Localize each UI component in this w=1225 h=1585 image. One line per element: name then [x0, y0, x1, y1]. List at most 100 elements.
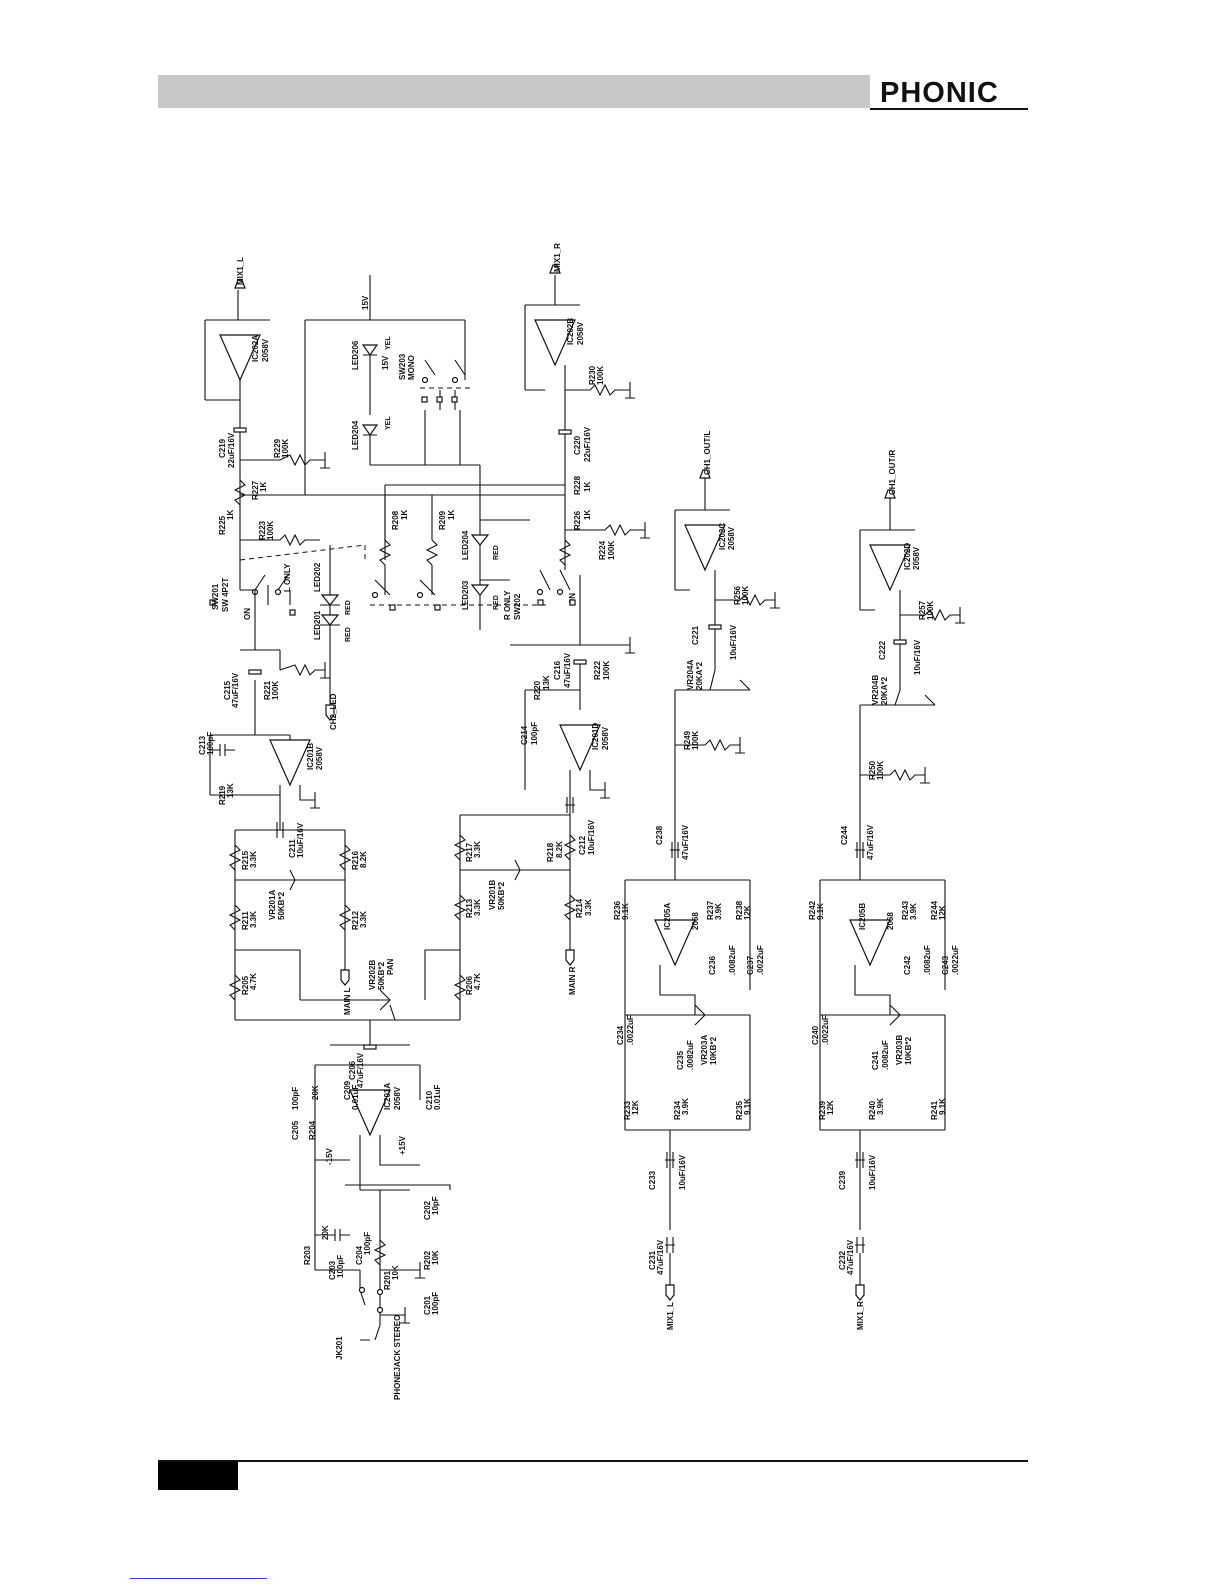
label-r257: R257 [918, 600, 927, 620]
label-ic201b: IC201B [306, 743, 315, 770]
label-mix1-l-in: MIX1_L [666, 1302, 675, 1330]
r226-block: R226 1K R224 100K [558, 510, 650, 570]
ic202d-block: CH1_OUT/R IC202D 2058V R257 100K C222 10… [859, 449, 965, 850]
label-r215: R215 [241, 850, 250, 870]
label-led204: LED204 [461, 530, 470, 560]
label-r236: R236 [613, 900, 622, 920]
label-c205-v: 100pF [291, 1087, 300, 1110]
label-c235-v: .0082uF [686, 1040, 695, 1070]
label-c243: C243 [941, 955, 950, 975]
label-c213-v: 100pF [206, 732, 215, 755]
label-ic201a: IC201A [383, 1083, 392, 1110]
label-r219: R219 [218, 785, 227, 805]
label-mix1-r: MIX1_R [553, 243, 562, 272]
label-r241: R241 [930, 1100, 939, 1120]
label-r238: R238 [735, 900, 744, 920]
label-vr201b-v: 50KB*2 [497, 881, 506, 910]
label-mix1-l: MIX1_L [236, 257, 245, 285]
label-r237: R237 [706, 900, 715, 920]
label-vr201a: VR201A [268, 890, 277, 920]
label-led206: LED206 [351, 340, 360, 370]
label-c232: C232 [838, 1250, 847, 1270]
label-r243: R243 [901, 900, 910, 920]
label-c244: C244 [840, 825, 849, 845]
label-c237: C237 [746, 955, 755, 975]
label-led203: LED203 [461, 580, 470, 610]
label-r223-v: 100K [266, 521, 275, 540]
label-c234-v: .0022uF [626, 1015, 635, 1045]
label-r205: R205 [241, 975, 250, 995]
sw202-block: R208 1K R209 1K LED204 LED203 RED RED R … [370, 465, 577, 630]
label-vr202b-v: 50KB*2 [377, 961, 386, 990]
label-vr203a-v: 10KB*2 [709, 1036, 718, 1065]
ic201a-block: C206 47uF/16V IC201A 2058V C209 0.01uF C… [291, 1020, 451, 1324]
label-c201: C201 [423, 1295, 432, 1315]
label-r221: R221 [263, 680, 272, 700]
label-ic201d-v: 2058V [601, 726, 610, 750]
label-c203-v: 100pF [336, 1255, 345, 1278]
label-r227: R227 [251, 480, 260, 500]
label-c236: C236 [708, 955, 717, 975]
eq-right-block: C212 10uF/16V R217 3.3K R218 8.2K R213 3… [453, 797, 596, 1020]
label-ic201a-v: 2058V [393, 1086, 402, 1110]
label-r238-v: 12K [743, 905, 752, 920]
label-c231-v: 47uF/16V [656, 1239, 665, 1275]
label-r212-v: 3.3K [359, 911, 368, 928]
label-red-2: RED [345, 627, 352, 642]
ic201d-opamp [559, 724, 601, 772]
ic202b-block: MIX1_R IC202B 2058V R230 100K C220 22uF/… [524, 243, 635, 530]
label-vr201a-v: 50KB*2 [277, 891, 286, 920]
label-sw201-v: SW 4P2T [221, 578, 230, 612]
label-r219-v: 13K [226, 783, 235, 798]
label-r249-v: 100K [691, 731, 700, 750]
label-r224: R224 [598, 540, 607, 560]
label-ic202c-v: 2058V [727, 526, 736, 550]
page-number-block [158, 1462, 238, 1490]
label-r220-v: 13K [542, 675, 551, 690]
label-r230-v: 100K [596, 366, 605, 385]
label-vr201b: VR201B [488, 880, 497, 910]
label-c222-v: 10uF/16V [913, 639, 922, 675]
label-r229-v: 100K [281, 439, 290, 458]
label-c215: C215 [223, 680, 232, 700]
label-c219-v: 22uF/16V [227, 432, 236, 468]
label-sw201: SW201 [211, 583, 220, 610]
label-c233-v: 10uF/16V [678, 1154, 687, 1190]
schematic-diagram: MIX1_L IC202A 2058V R229 100K C219 22uF/… [150, 230, 1050, 1400]
label-c232-v: 47uF/16V [846, 1239, 855, 1275]
label-sw202: SW202 [513, 593, 522, 620]
label-r256: R256 [733, 585, 742, 605]
label-c211-v: 10uF/16V [296, 822, 305, 858]
label-r203: R203 [303, 1245, 312, 1265]
label-r218: R218 [546, 842, 555, 862]
label-r233-v: 12K [631, 1100, 640, 1115]
label-c240: C240 [811, 1025, 820, 1045]
label-r202: R202 [423, 1250, 432, 1270]
label-vr204b-v: 20KA*2 [880, 676, 889, 705]
ic205b-block: C244 47uF/16V IC205B 2068 R242 9.1K R243… [808, 824, 960, 1330]
label-r244-v: 12K [938, 905, 947, 920]
eq-left-block: C211 10uF/16V R215 3.3K R216 8.2K R211 3… [228, 820, 368, 1020]
jk201-block: JK201 PHONEJACK STEREO [315, 1269, 402, 1400]
label-c243-v: .0022uF [951, 945, 960, 975]
label-r204-v: 20K [311, 1085, 320, 1100]
label-c241-v: .0082uF [881, 1040, 890, 1070]
label-ic205a-v: 2068 [691, 912, 700, 930]
label-r222: R222 [593, 660, 602, 680]
label-c202-v: 10pF [431, 1196, 440, 1215]
label-c238: C238 [655, 825, 664, 845]
label-c220-v: 22uF/16V [583, 426, 592, 462]
label-ic205b-v: 2068 [886, 912, 895, 930]
label-r211: R211 [241, 911, 250, 930]
label-r228: R228 [573, 475, 582, 495]
label-r226: R226 [573, 510, 582, 530]
label-sw201-on: ON [243, 608, 252, 620]
header-bar [158, 75, 870, 108]
label-c239: C239 [838, 1170, 847, 1190]
label-c222: C222 [878, 640, 887, 660]
label-jk201: JK201 [335, 1336, 344, 1360]
label-c240-v: .0022uF [821, 1015, 830, 1045]
label-sw201-lonly: L ONLY [283, 563, 292, 592]
label-main-l: MAIN L [343, 987, 352, 1015]
label-r250: R250 [868, 760, 877, 780]
